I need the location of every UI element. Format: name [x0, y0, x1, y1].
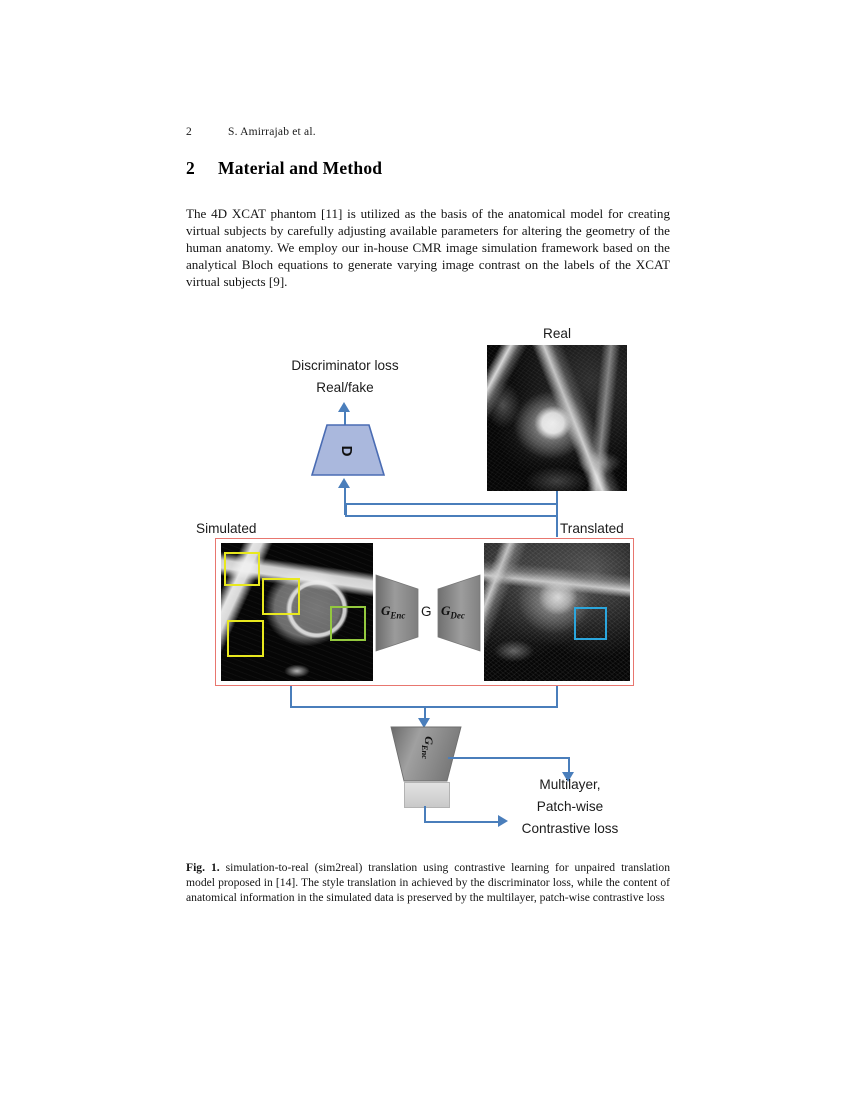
shared-encoder-block — [390, 726, 462, 782]
figure-caption: Fig. 1. simulation-to-real (sim2real) tr… — [186, 860, 670, 906]
patch-box-yellow-3 — [227, 620, 264, 657]
arrow-into-d-line — [344, 487, 347, 515]
encoder-out-arrowhead — [562, 772, 574, 782]
gdec-base: G — [441, 603, 451, 618]
contrastive-loss-line3: Contrastive loss — [521, 821, 619, 836]
encoder-out-horizontal — [448, 757, 570, 760]
simulated-mri-image — [221, 543, 373, 681]
generator-decoder-block — [436, 574, 481, 652]
label-translated: Translated — [560, 521, 624, 536]
section-title: Material and Method — [218, 158, 383, 178]
encoder-feed-drop — [424, 706, 427, 720]
running-head-authors: S. Amirrajab et al. — [228, 126, 316, 138]
encoder-out-vertical — [568, 757, 571, 774]
genc-sub: Enc — [390, 610, 406, 621]
discriminator-symbol: D — [338, 445, 355, 457]
arrow-d-to-loss-line — [344, 411, 347, 427]
gdec-sub: Dec — [450, 610, 465, 621]
discriminator-loss-label-line1: Discriminator loss — [291, 358, 399, 373]
translated-to-d-vertical — [556, 503, 559, 537]
label-real: Real — [543, 326, 571, 341]
feature-out-vertical — [424, 806, 427, 823]
figure-caption-text: simulation-to-real (sim2real) translatio… — [186, 861, 671, 905]
feature-out-arrowhead — [498, 815, 508, 827]
running-head: 2 S. Amirrajab et al. — [186, 126, 656, 138]
page-number: 2 — [186, 126, 192, 138]
contrastive-loss-line2: Patch-wise — [536, 799, 604, 814]
feature-out-horizontal — [424, 821, 500, 824]
real-mri-image — [487, 345, 627, 491]
patch-box-yellow-1 — [224, 552, 260, 586]
section-heading: 2 Material and Method — [186, 158, 666, 179]
shared-encoder-label: GEnc — [420, 736, 436, 766]
shared-genc-base: G — [422, 736, 437, 745]
translation-container-box — [215, 538, 634, 686]
generator-encoder-label: GEnc — [381, 603, 405, 621]
simulated-down-line — [290, 686, 293, 708]
translated-mri-image — [484, 543, 630, 681]
d-feed-riser — [345, 503, 348, 517]
genc-base: G — [381, 603, 391, 618]
discriminator-block — [310, 424, 386, 477]
patch-box-cyan-1 — [574, 607, 607, 640]
translated-to-d-horizontal — [345, 515, 558, 518]
generator-symbol: G — [421, 604, 432, 619]
section-number: 2 — [186, 158, 195, 178]
arrow-d-to-loss-head — [338, 402, 350, 412]
label-simulated: Simulated — [196, 521, 257, 536]
patch-box-yellow-2 — [262, 578, 300, 615]
generator-decoder-label: GDec — [441, 603, 465, 621]
feature-map-block — [404, 782, 450, 808]
encoder-feed-arrowhead — [418, 718, 430, 728]
real-to-d-horizontal — [345, 503, 558, 506]
figure-caption-label: Fig. 1. — [186, 861, 220, 874]
patch-box-green-1 — [330, 606, 366, 641]
translated-down-line — [556, 686, 559, 708]
generator-encoder-block — [375, 574, 420, 652]
real-to-d-vertical — [556, 491, 559, 505]
shared-genc-sub: Enc — [419, 744, 430, 760]
discriminator-loss-label-line2: Real/fake — [316, 380, 374, 395]
arrow-into-d-head — [338, 478, 350, 488]
body-paragraph: The 4D XCAT phantom [11] is utilized as … — [186, 206, 670, 290]
contrastive-loss-line1: Multilayer, — [539, 777, 601, 792]
